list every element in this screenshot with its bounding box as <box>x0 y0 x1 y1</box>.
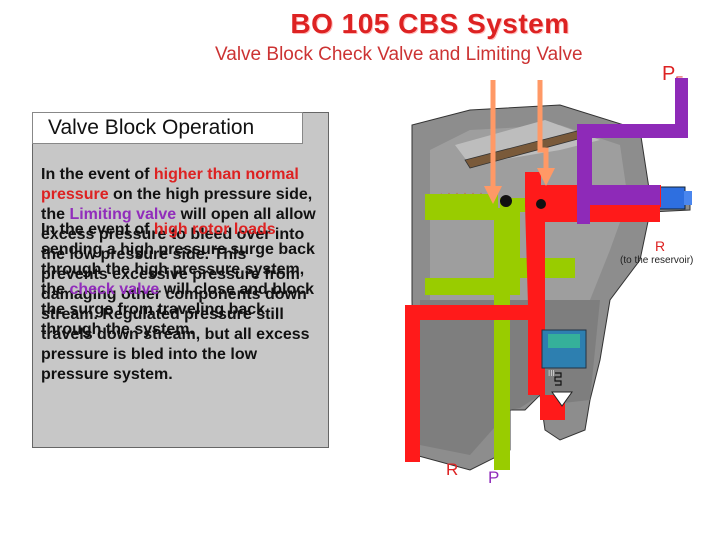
operation-panel <box>32 112 329 448</box>
right-fitting-tip <box>684 191 692 205</box>
para2-segment: high rotor loads <box>153 221 276 238</box>
purple-top <box>675 78 688 138</box>
operation-panel-title: Valve Block Operation <box>48 116 255 139</box>
limiting-valve-paragraph: In the event of higher than normal press… <box>41 165 316 385</box>
para2-segment: In the event of <box>41 221 154 238</box>
arrow-left-head <box>484 186 502 204</box>
reservoir-note: (to the reservoir) <box>620 255 694 266</box>
pe-main: P <box>662 63 676 85</box>
red-upper <box>525 172 541 207</box>
check-valve-paragraph: In the event of high rotor loads sending… <box>41 220 316 340</box>
return-label-bottom: R <box>446 460 459 479</box>
para1-segment: In the event of <box>41 166 154 183</box>
check-dot-left <box>500 195 512 207</box>
check-spring <box>554 372 562 386</box>
tiny-label: III <box>548 369 555 378</box>
page-subtitle: Valve Block Check Valve and Limiting Val… <box>215 44 583 65</box>
pressure-label-bottom: P <box>488 468 500 487</box>
purple-pe-channel <box>577 78 688 224</box>
para1-segment: will open all allow excess pressure to b… <box>41 206 316 383</box>
para1-segment: higher than normal pressure <box>41 166 299 203</box>
return-label-right: R <box>655 238 666 254</box>
para1-segment: Limiting valve <box>69 206 177 223</box>
operation-panel-header <box>32 112 303 144</box>
check-valve-inner <box>548 334 580 348</box>
check-dot-right <box>536 199 546 209</box>
para2-segment: sending a high pressure surge back throu… <box>41 241 315 298</box>
arrow-right <box>537 80 549 172</box>
para1-segment: on the high pressure side, the <box>41 186 313 223</box>
page-title: BO 105 CBS System <box>290 8 570 39</box>
check-ball <box>551 391 573 407</box>
para2-segment: check valve <box>69 281 160 298</box>
para2-segment: will close and block the surge from trav… <box>41 281 315 338</box>
red-return-channel <box>405 205 660 462</box>
arrow-right-head <box>537 168 555 186</box>
